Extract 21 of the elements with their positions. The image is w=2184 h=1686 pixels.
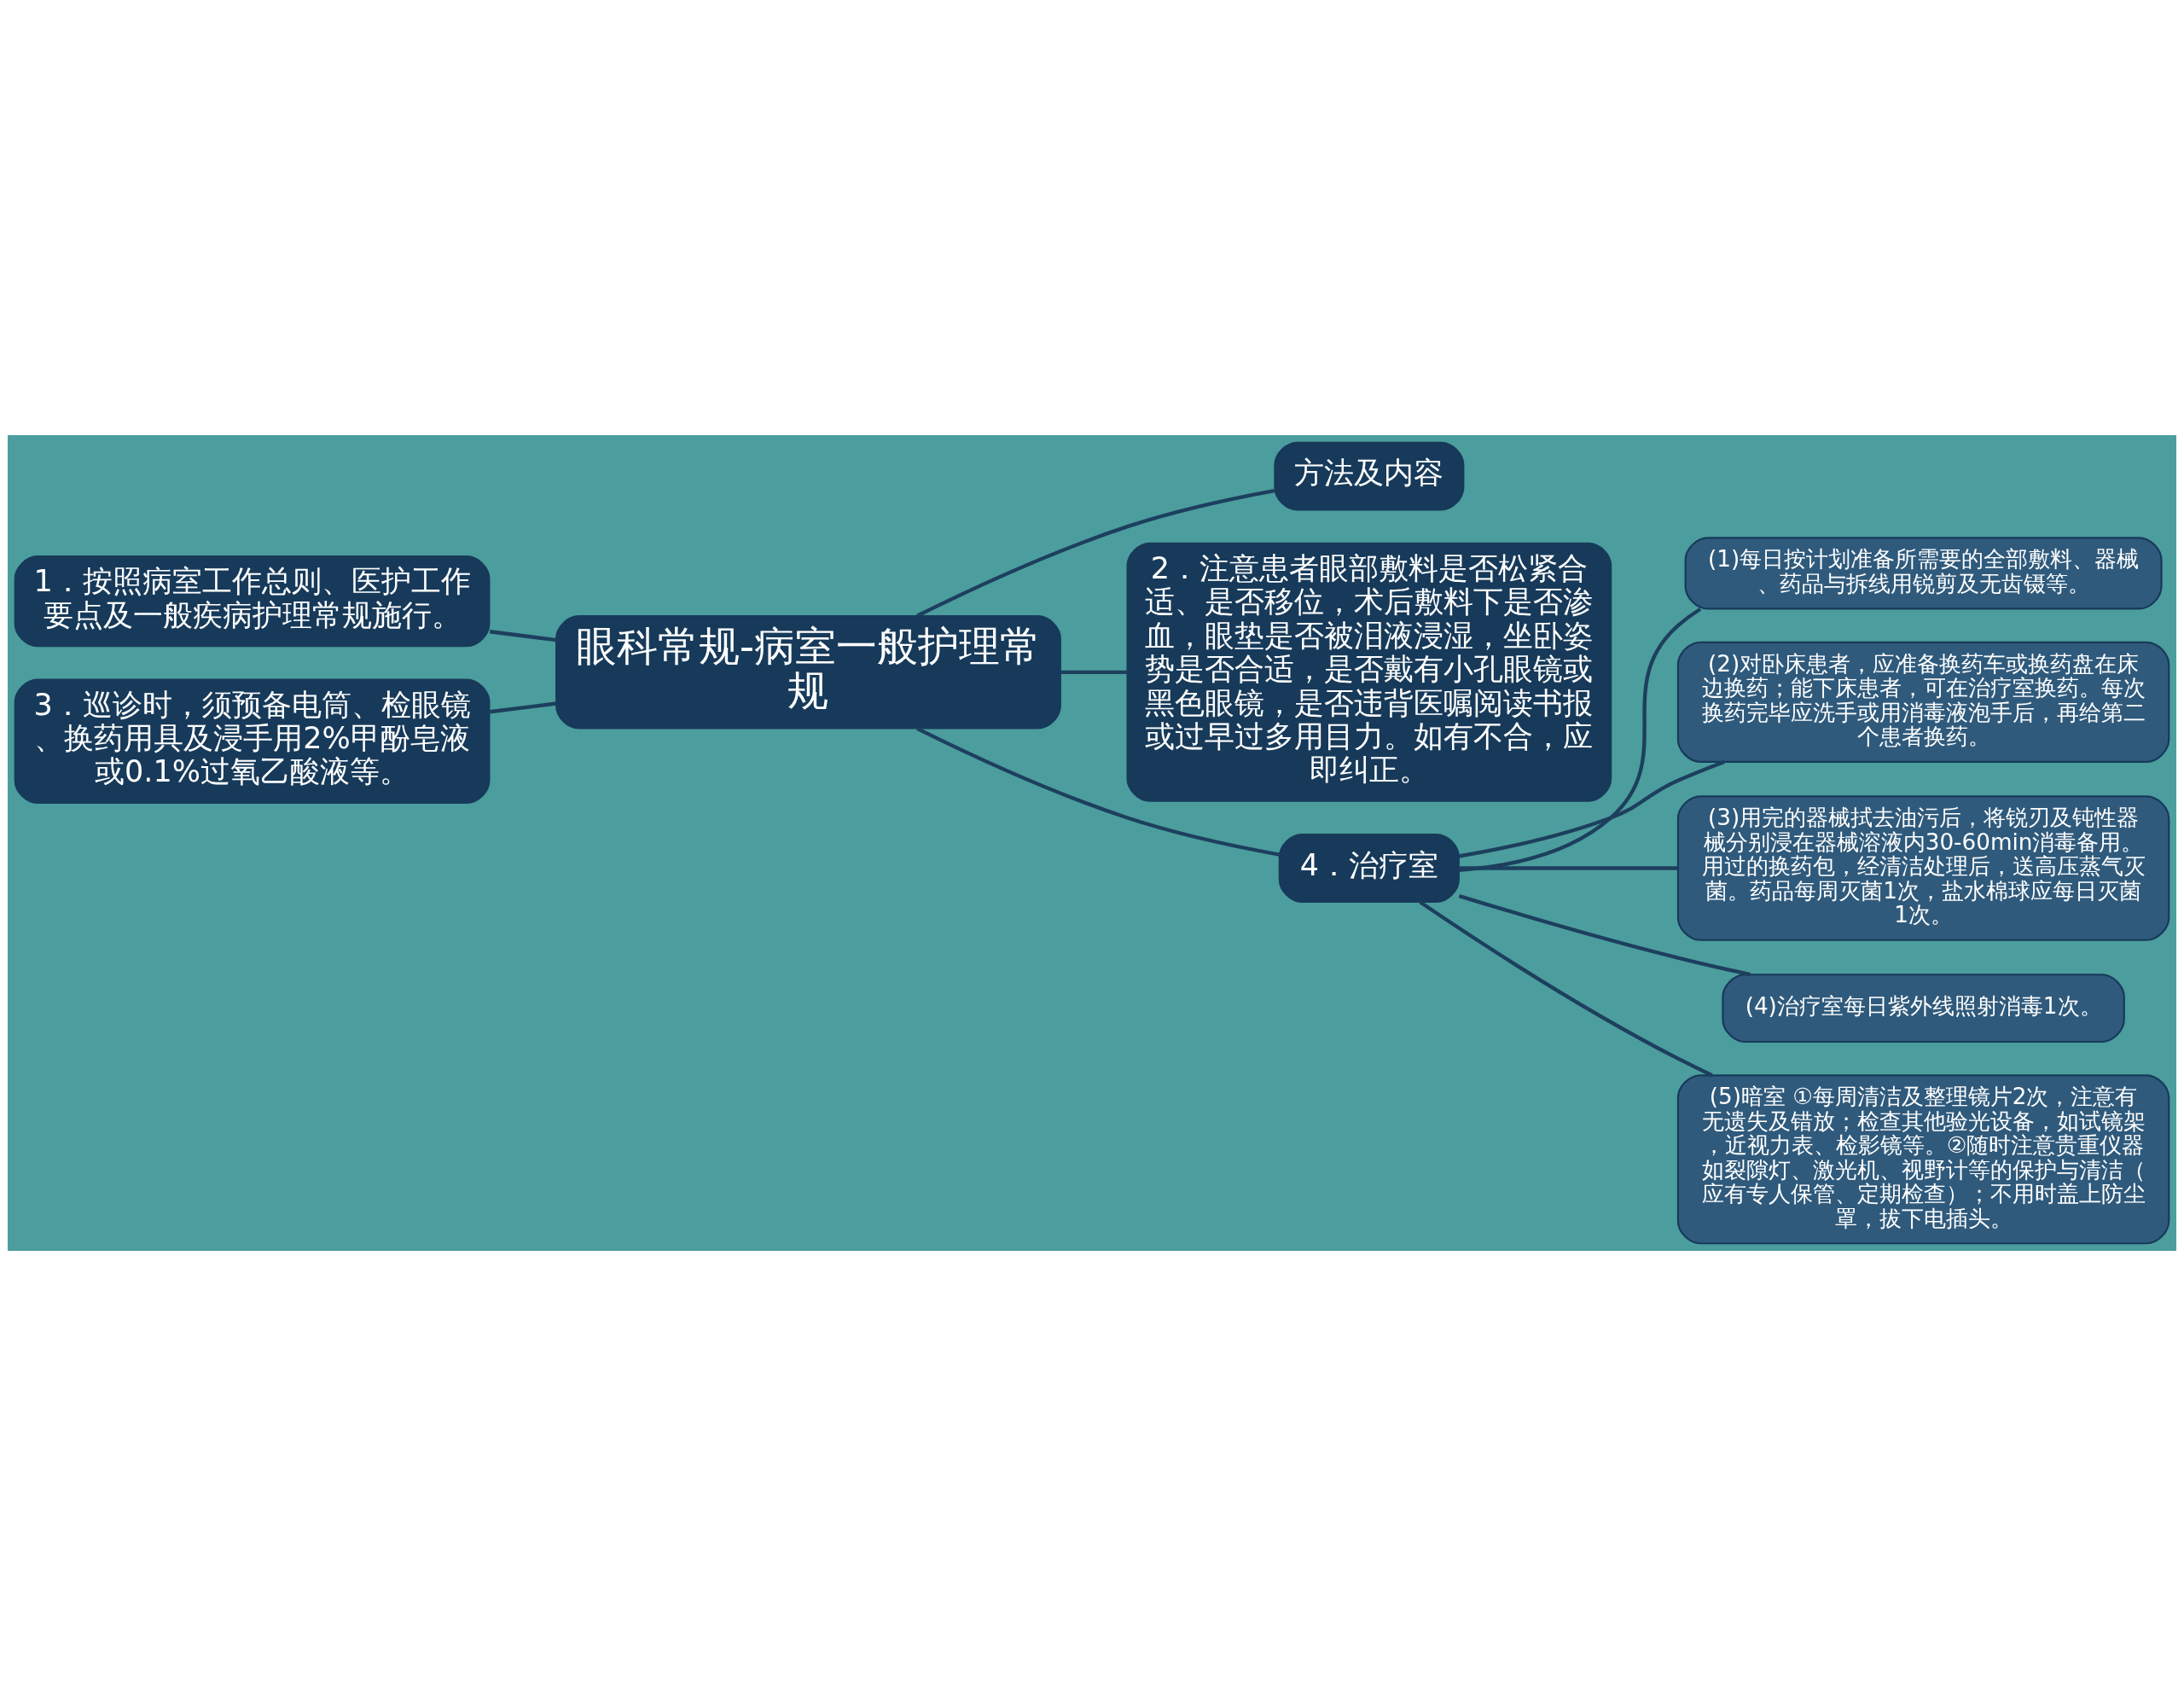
node-box: 眼科常规-病室一般护理常规 — [555, 615, 1061, 730]
connector — [489, 701, 557, 714]
node-box: (1)每日按计划准备所需要的全部敷料、器械、药品与拆线用锐剪及无齿镊等。 — [1684, 537, 2163, 610]
connector — [1060, 670, 1128, 675]
node-box: 1．按照病室工作总则、医护工作要点及一般疾病护理常规施行。 — [14, 555, 491, 648]
node-box: 方法及内容 — [1274, 441, 1465, 511]
node-box: (4)治疗室每日紫外线照射消毒1次。 — [1722, 974, 2125, 1044]
connector — [1459, 607, 1702, 872]
connector — [1419, 900, 1713, 1078]
node-box: 2．注意患者眼部敷料是否松紧合适、是否移位，术后敷料下是否渗血，眼垫是否被泪液浸湿，坐卧姿势是否合适，是否戴有小孔眼镜或黑色眼镜，是否违背医嘱阅读书报或过早过多用目力。如有不合，应即纠正。 — [1126, 542, 1612, 802]
node-box: 3．巡诊时，须预备电筒、检眼镜、换药用具及浸手用2%甲酚皂液或0.1%过氧乙酸液等。 — [14, 678, 491, 805]
connector — [916, 489, 1275, 618]
node-box: (2)对卧床患者，应准备换药车或换药盘在床边换药；能下床患者，可在治疗室换药。每次换药完毕应洗手或用消毒液泡手后，再给第二个患者换药。 — [1676, 641, 2170, 763]
connector — [1458, 759, 1725, 858]
node-box: (3)用完的器械拭去油污后，将锐刃及钝性器械分别浸在器械溶液内30-60min消毒备用。用过的换药包，经清洁处理后，送高压蒸气灭菌。药品每周灭菌1次，盐水棉球应每日灭菌1次。 — [1676, 795, 2170, 941]
node-box: (5)暗室 ①每周清洁及整理镜片2次，注意有无遗失及错放；检查其他验光设备，如试镜架，近视力表、检影镜等。②随时注意贵重仪器如裂隙灯、激光机、视野计等的保护与清洁（应有专人保管、定期检查）；不用时盖上防尘罩，拔下电插头。 — [1676, 1074, 2170, 1245]
connector — [489, 630, 557, 642]
connector — [916, 726, 1281, 857]
node-box: 4．治疗室 — [1278, 834, 1460, 903]
connector — [1458, 893, 1751, 977]
connector — [1459, 866, 1678, 870]
